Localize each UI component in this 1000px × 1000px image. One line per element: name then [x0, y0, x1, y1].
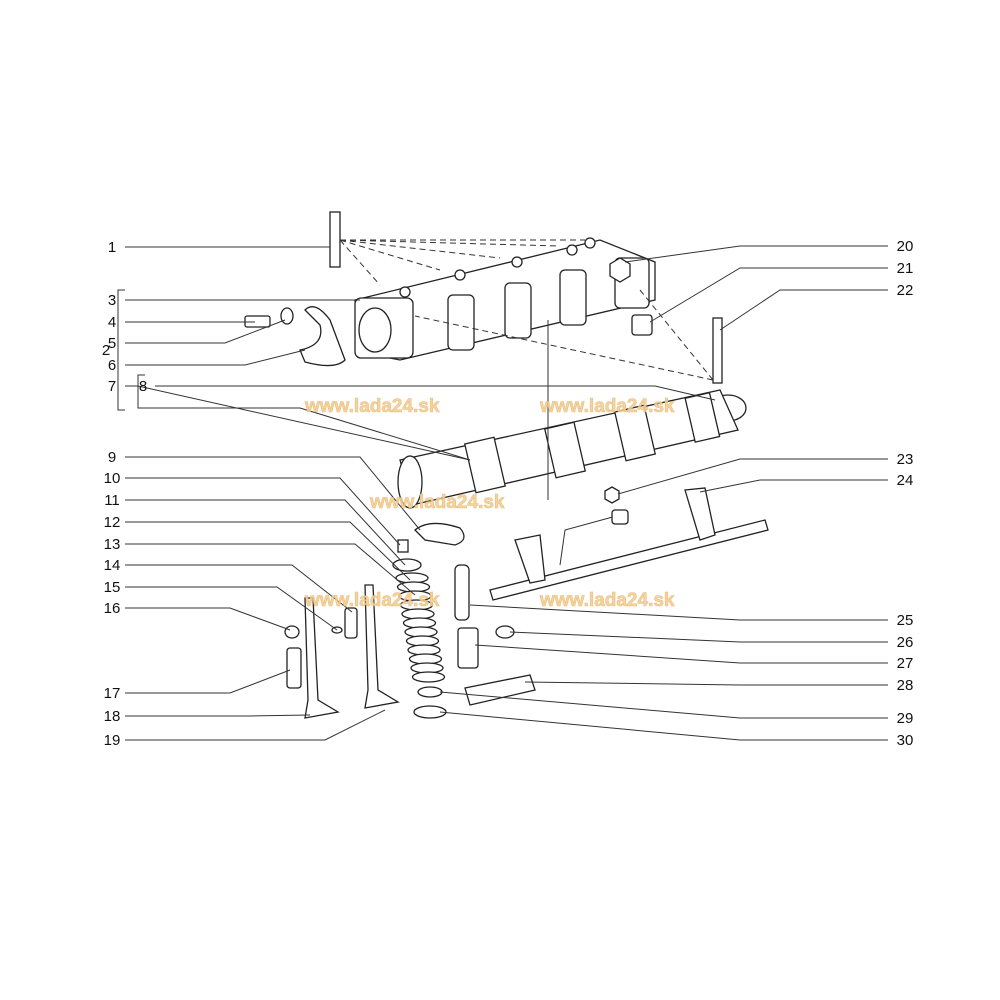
- watermark-5: www.lada24.sk: [539, 590, 675, 611]
- bracket-28: [464, 674, 536, 706]
- leader-16: [125, 607, 291, 631]
- leader-9: [125, 456, 421, 531]
- callout-13: 13: [104, 536, 121, 553]
- group-bracket-2: [117, 289, 125, 411]
- callout-8: 8: [139, 378, 147, 395]
- leader-18: [125, 714, 311, 717]
- group-bracket-7: [137, 374, 471, 461]
- leader-12: [125, 521, 411, 581]
- leader-30: [439, 711, 888, 741]
- bush-21: [631, 314, 653, 336]
- spring-cap-11: [392, 558, 422, 572]
- leader-15: [125, 586, 338, 631]
- callout-29: 29: [897, 710, 914, 727]
- camshaft: [397, 389, 739, 509]
- callout-16: 16: [104, 600, 121, 617]
- watermark-2: www.lada24.sk: [539, 396, 675, 417]
- callout-20: 20: [897, 238, 914, 255]
- callout-14: 14: [104, 557, 121, 574]
- watermark-3: www.lada24.sk: [369, 492, 505, 513]
- valve-spring-13: [395, 572, 446, 683]
- camshaft-housing: [354, 237, 656, 361]
- nut-20: [609, 257, 631, 283]
- callout-26: 26: [897, 634, 914, 651]
- callout-22: 22: [897, 282, 914, 299]
- callout-9: 9: [108, 449, 116, 466]
- leader-19: [125, 709, 386, 741]
- cotter-10: [397, 539, 409, 553]
- leader-26: [509, 631, 888, 643]
- seat-29: [417, 686, 443, 698]
- nut-23: [604, 486, 620, 504]
- leader-8: [155, 385, 716, 401]
- callout-15: 15: [104, 579, 121, 596]
- valve-18a: [304, 597, 340, 719]
- seal-16: [284, 625, 300, 639]
- leader-27: [474, 644, 888, 664]
- leader-20: [624, 245, 888, 263]
- leader-14: [125, 564, 353, 613]
- rocker-arm-9: [414, 522, 465, 546]
- callout-17: 17: [104, 685, 121, 702]
- leader-24: [699, 479, 888, 493]
- leader-lines: [117, 245, 888, 741]
- callout-3: 3: [108, 292, 116, 309]
- oil-rail-24: [489, 486, 769, 601]
- leader-5: [125, 319, 286, 344]
- callout-28: 28: [897, 677, 914, 694]
- stud-1: [329, 211, 341, 268]
- leader-6: [125, 349, 306, 366]
- watermark-4: www.lada24.sk: [304, 590, 440, 611]
- adjuster-27: [457, 627, 479, 669]
- callout-1: 1: [108, 239, 116, 256]
- callout-12: 12: [104, 514, 121, 531]
- callout-27: 27: [897, 655, 914, 672]
- watermark-1: www.lada24.sk: [304, 396, 440, 417]
- leader-17: [125, 669, 291, 694]
- leader-29: [439, 691, 888, 719]
- callout-19: 19: [104, 732, 121, 749]
- leader-22: [719, 289, 888, 331]
- stud-22: [712, 317, 723, 384]
- callout-24: 24: [897, 472, 914, 489]
- bracket-6: [299, 306, 346, 367]
- leader-10: [125, 477, 401, 546]
- stud-locations-dashed: [339, 239, 585, 286]
- callout-30: 30: [897, 732, 914, 749]
- callout-7: 7: [108, 378, 116, 395]
- callout-10: 10: [104, 470, 121, 487]
- callout-5: 5: [108, 335, 116, 352]
- callout-21: 21: [897, 260, 914, 277]
- leader-25: [469, 604, 888, 621]
- washer-30: [413, 705, 447, 719]
- callout-11: 11: [104, 492, 120, 509]
- callout-25: 25: [897, 612, 914, 629]
- callout-6: 6: [108, 357, 116, 374]
- callout-2: 2: [102, 342, 110, 359]
- leader-21: [649, 267, 888, 323]
- washer-5: [280, 307, 294, 325]
- leader-11: [125, 499, 406, 566]
- tappet-25: [454, 564, 470, 621]
- leader-23: [617, 458, 888, 495]
- leader-28: [524, 681, 888, 686]
- callout-4: 4: [108, 314, 116, 331]
- callout-18: 18: [104, 708, 121, 725]
- watermarks: www.lada24.sk www.lada24.sk www.lada24.sk w…: [304, 396, 676, 612]
- leader-13: [125, 543, 416, 596]
- callout-23: 23: [897, 451, 914, 468]
- valve-18b: [364, 584, 400, 709]
- valve-guide-17: [286, 647, 302, 689]
- valve-guide-14: [344, 607, 358, 639]
